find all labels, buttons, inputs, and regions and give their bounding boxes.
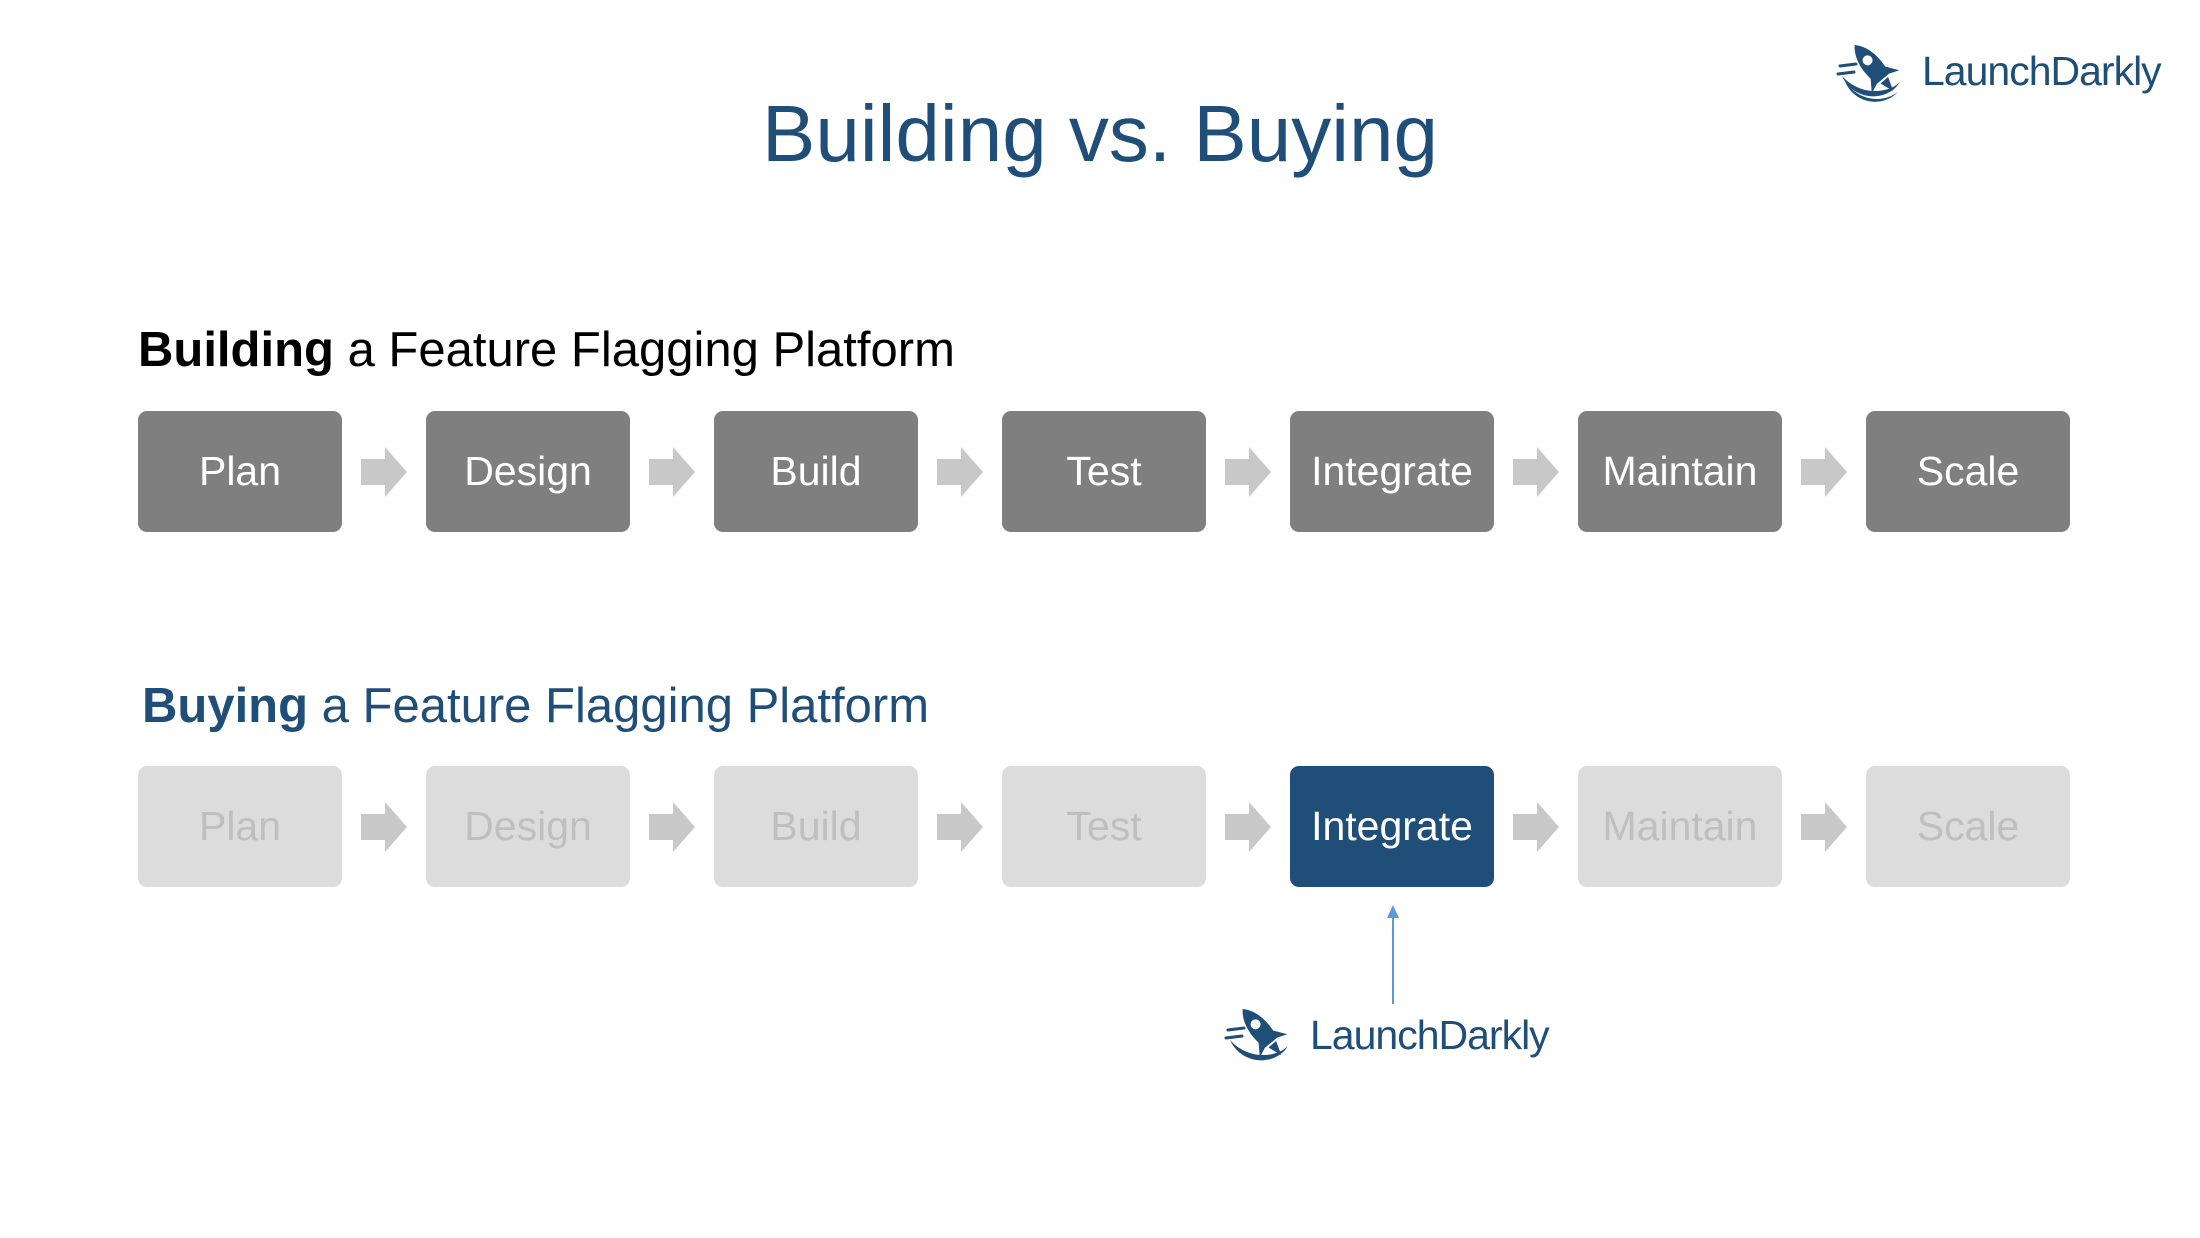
- page-title: Building vs. Buying: [762, 89, 1438, 178]
- building-step-scale: Scale: [1866, 411, 2070, 532]
- arrow-right-icon: [630, 766, 714, 887]
- arrow-right-icon: [1494, 411, 1578, 532]
- building-step-plan: Plan: [138, 411, 342, 532]
- launchdarkly-logo-bottom: LaunchDarkly: [1224, 1000, 1550, 1070]
- building-step-test: Test: [1002, 411, 1206, 532]
- rocket-icon: [1836, 45, 1900, 102]
- buying-step-design: Design: [426, 766, 630, 887]
- building-process-flow: Plan Design Build Test Integrate Maintai…: [138, 411, 2070, 532]
- arrow-right-icon: [1782, 766, 1866, 887]
- rocket-icon: [1224, 1009, 1288, 1061]
- buying-process-flow: Plan Design Build Test Integrate Maintai…: [138, 766, 2070, 887]
- arrow-right-icon: [1494, 766, 1578, 887]
- logo-wordmark: LaunchDarkly: [1922, 47, 2162, 94]
- buying-title-rest: a Feature Flagging Platform: [308, 679, 930, 733]
- launchdarkly-logo: LaunchDarkly: [1836, 36, 2162, 106]
- buying-step-maintain: Maintain: [1578, 766, 1782, 887]
- building-step-design: Design: [426, 411, 630, 532]
- buying-step-build: Build: [714, 766, 918, 887]
- pointer-arrow-up-icon: [1387, 905, 1399, 1004]
- arrow-right-icon: [342, 411, 426, 532]
- arrow-right-icon: [1206, 766, 1290, 887]
- building-title-bold: Building: [138, 323, 334, 377]
- buying-section-title: Buying a Feature Flagging Platform: [142, 679, 930, 734]
- buying-step-plan: Plan: [138, 766, 342, 887]
- building-step-integrate: Integrate: [1290, 411, 1494, 532]
- building-step-build: Build: [714, 411, 918, 532]
- building-section-title: Building a Feature Flagging Platform: [138, 323, 955, 378]
- arrow-right-icon: [1206, 411, 1290, 532]
- buying-title-bold: Buying: [142, 679, 309, 733]
- buying-step-integrate: Integrate: [1290, 766, 1494, 887]
- building-title-rest: a Feature Flagging Platform: [333, 323, 955, 377]
- logo-wordmark: LaunchDarkly: [1310, 1011, 1550, 1058]
- arrow-right-icon: [1782, 411, 1866, 532]
- arrow-right-icon: [630, 411, 714, 532]
- buying-step-test: Test: [1002, 766, 1206, 887]
- arrow-right-icon: [342, 766, 426, 887]
- buying-step-scale: Scale: [1866, 766, 2070, 887]
- arrow-right-icon: [918, 411, 1002, 532]
- arrow-right-icon: [918, 766, 1002, 887]
- building-step-maintain: Maintain: [1578, 411, 1782, 532]
